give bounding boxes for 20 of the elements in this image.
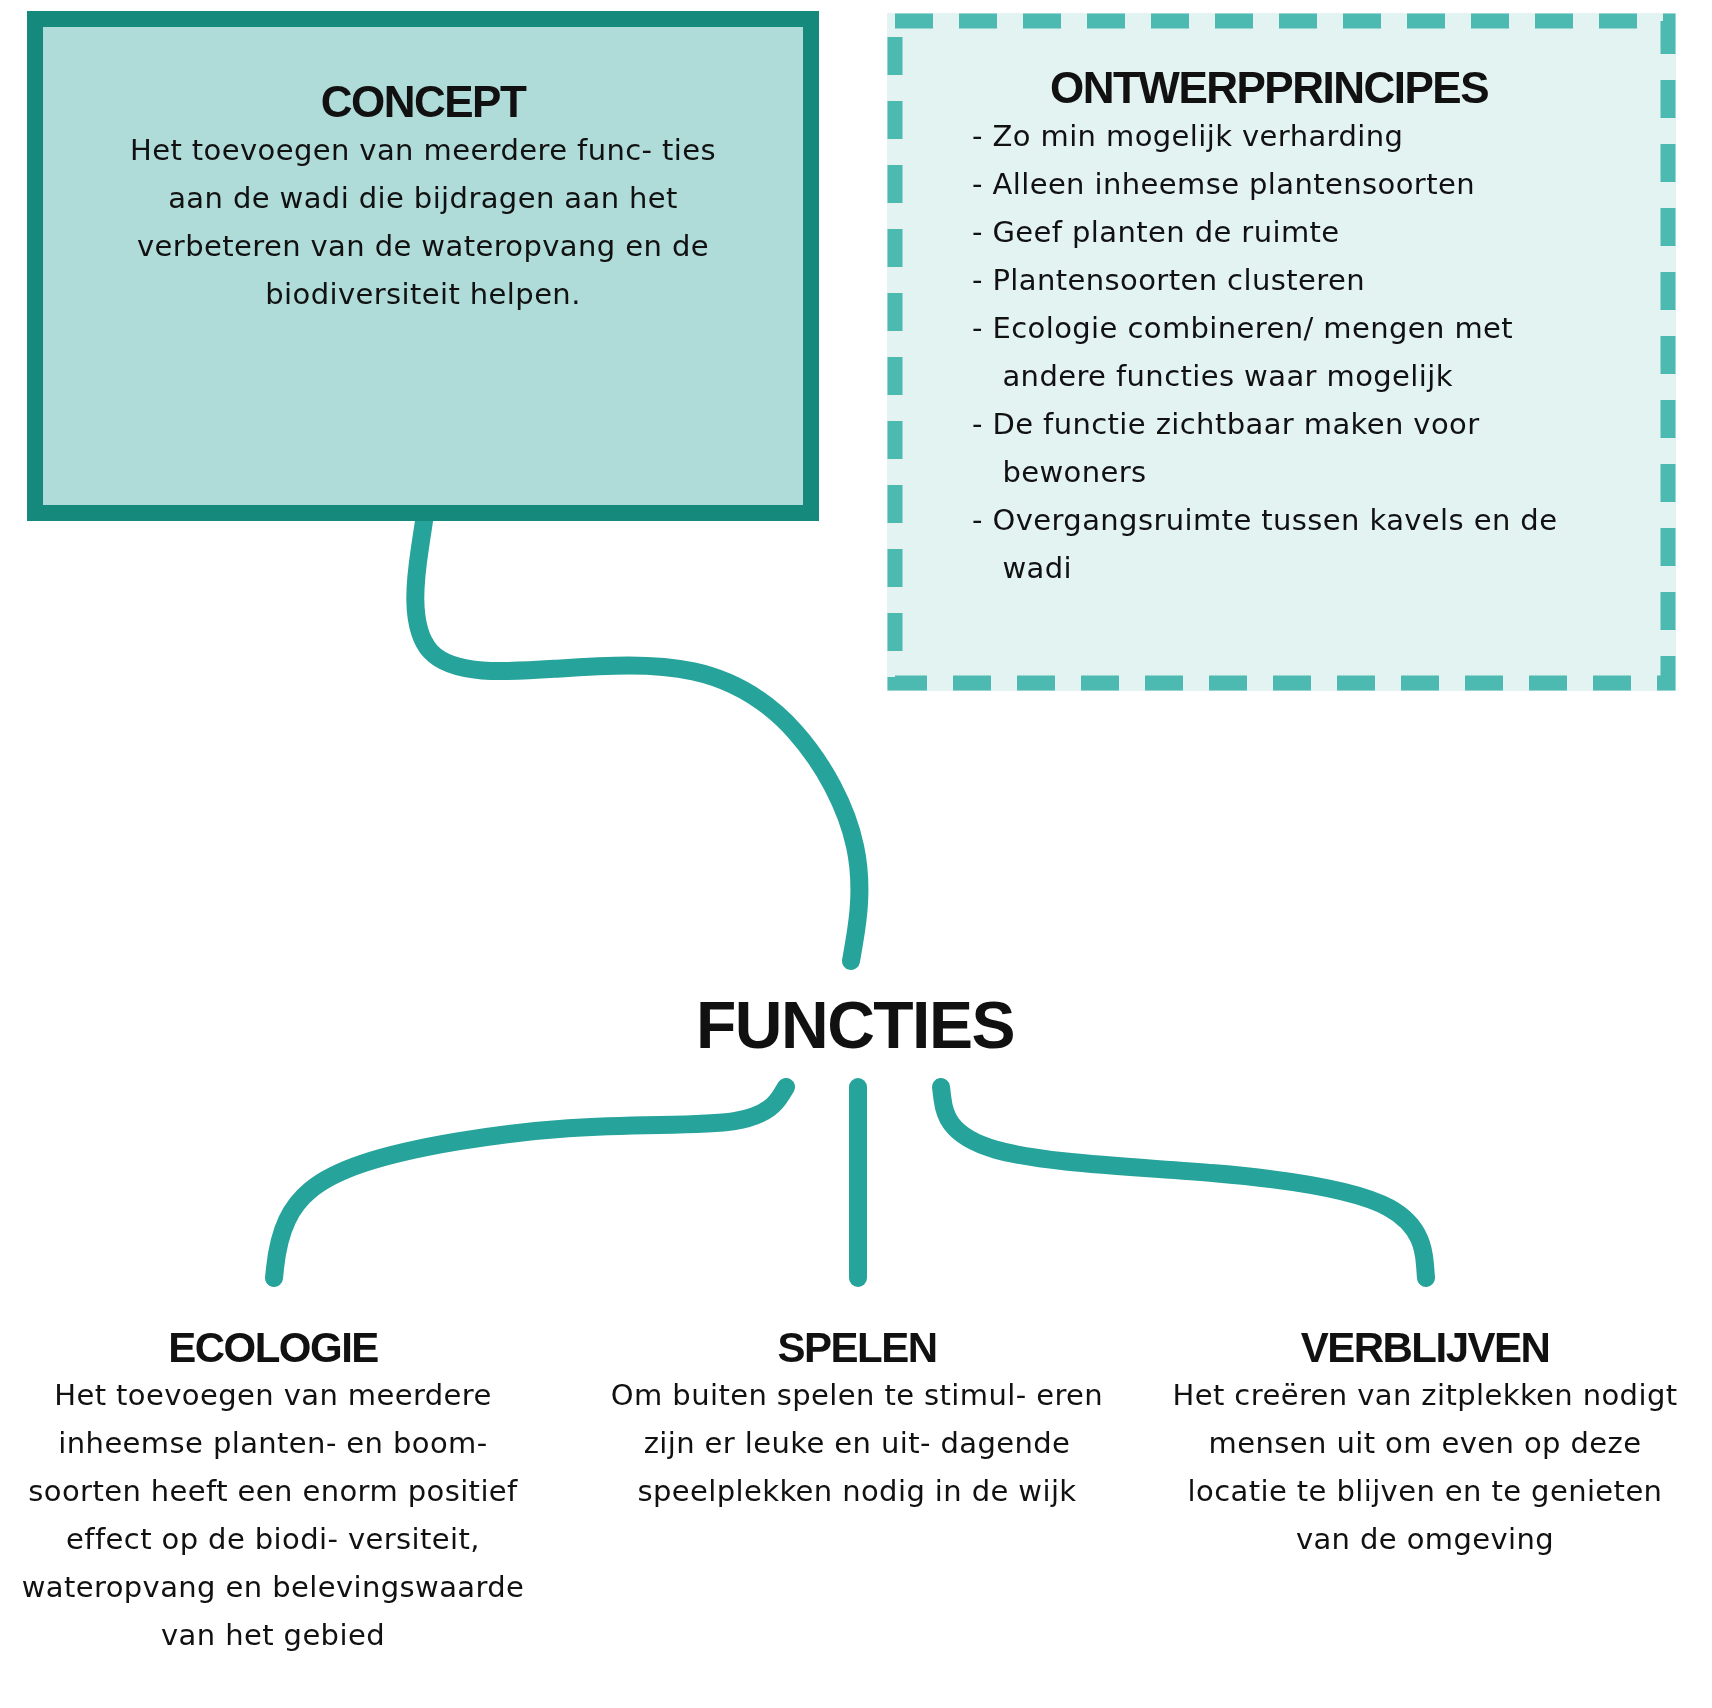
principles-box <box>887 13 1676 691</box>
section-heading: CONCEPT <box>319 77 527 127</box>
list-item: - Geef planten de ruimte <box>972 214 1341 252</box>
concept-box <box>27 11 819 521</box>
central-heading: FUNCTIES <box>695 989 1015 1063</box>
section-heading: SPELEN <box>776 1324 938 1372</box>
list-item: - Plantensoorten clusteren <box>972 262 1366 300</box>
section-heading: VERBLIJVEN <box>1299 1324 1551 1372</box>
description-text: Om buiten spelen te stimul- eren zijn er leuke en uit- dagende speelplekken nodig in de wijk <box>609 1377 1105 1511</box>
list-item: - Alleen inheemse plantensoorten <box>972 166 1476 204</box>
section-heading: ONTWERPPRINCIPES <box>1048 63 1489 113</box>
description-text: Het toevoegen van meerdere func- ties aan de wadi die bijdragen aan het verbeteren van de wateropvang en de biodiversiteit helpen. <box>128 132 717 314</box>
list-item: - Zo min mogelijk verharding <box>972 118 1405 156</box>
section-heading: ECOLOGIE <box>167 1324 379 1372</box>
list-item: - De functie zichtbaar maken voor bewoners <box>972 406 1481 492</box>
description-text: Het toevoegen van meerdere inheemse planten- en boom- soorten heeft een enorm positief effect op de biodi- versiteit, wateropvang en belevingswaarde van het gebied <box>20 1377 526 1655</box>
description-text: Het creëren van zitplekken nodigt mensen uit om even op deze locatie te blijven en te genieten van de omgeving <box>1171 1377 1679 1559</box>
list-item: - Overgangsruimte tussen kavels en de wadi <box>972 502 1559 588</box>
connector-line <box>849 1078 867 1287</box>
list-item: - Ecologie combineren/ mengen met andere functies waar mogelijk <box>972 310 1515 396</box>
